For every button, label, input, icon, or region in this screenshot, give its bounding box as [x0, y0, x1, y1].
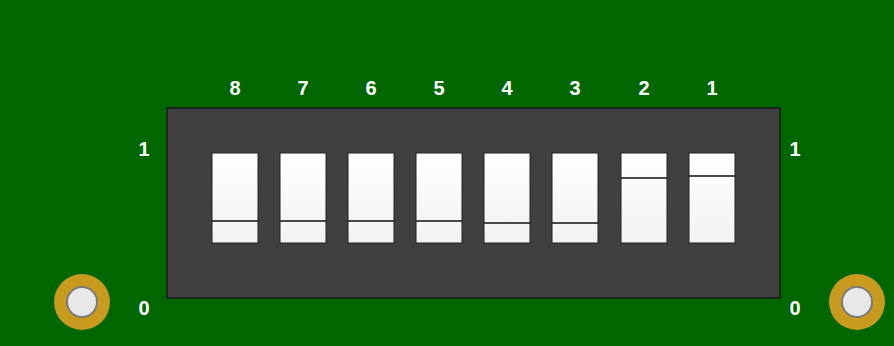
switch-number: 4	[501, 78, 512, 98]
switch-lever-edge	[689, 175, 735, 176]
switch-lever-edge	[212, 220, 258, 221]
switch-number: 7	[297, 78, 308, 98]
switch-lever-edge	[348, 220, 394, 221]
switch-lever-edge	[621, 177, 667, 178]
switch-housing	[167, 108, 780, 298]
state-label: 1	[138, 139, 149, 159]
switch-slot	[484, 153, 530, 243]
switch-number: 3	[569, 78, 580, 98]
switch-slot	[348, 153, 394, 243]
switch-lever-edge	[280, 220, 326, 221]
switch-number: 8	[229, 78, 240, 98]
state-label: 0	[138, 298, 149, 318]
state-label: 0	[789, 298, 800, 318]
switch-lever-edge	[484, 222, 530, 223]
switch-slot	[552, 153, 598, 243]
switch-slot	[280, 153, 326, 243]
switch-slot	[416, 153, 462, 243]
mounting-hole	[829, 274, 885, 330]
switch-number: 6	[365, 78, 376, 98]
switch-row	[212, 153, 735, 243]
switch-slot	[689, 153, 735, 243]
switch-slot	[621, 153, 667, 243]
state-label: 1	[789, 139, 800, 159]
switch-number: 5	[433, 78, 444, 98]
switch-number: 1	[706, 78, 717, 98]
switch-lever-edge	[416, 220, 462, 221]
switch-number: 2	[638, 78, 649, 98]
mounting-hole	[54, 274, 110, 330]
switch-lever-edge	[552, 222, 598, 223]
switch-slot	[212, 153, 258, 243]
